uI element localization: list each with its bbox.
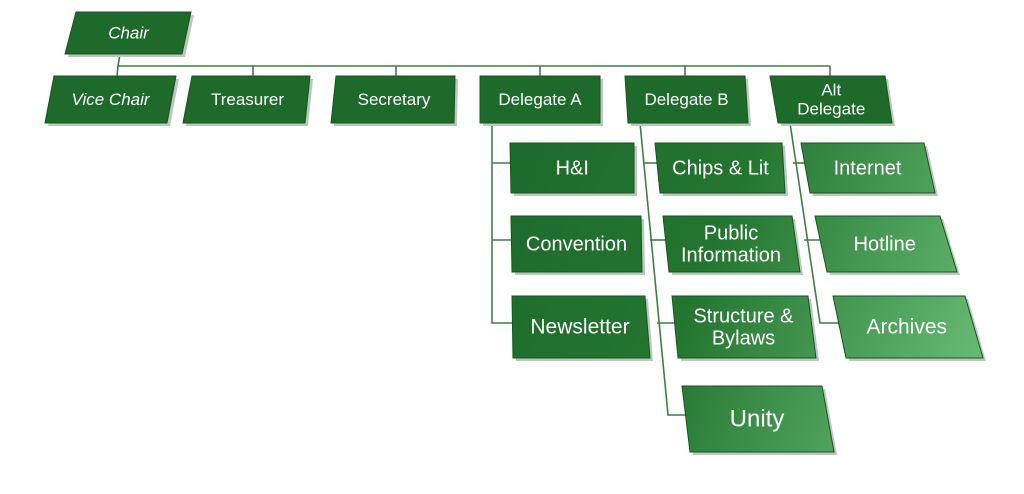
node-box	[510, 215, 643, 273]
node-structure-bylaws[interactable]: Structure &Bylaws	[671, 295, 819, 361]
node-treasurer[interactable]: Treasurer	[182, 75, 313, 126]
node-convention[interactable]: Convention	[510, 215, 645, 275]
node-label: Bylaws	[712, 327, 775, 349]
node-box	[681, 385, 835, 453]
node-label: Alt	[821, 81, 841, 100]
node-box	[662, 215, 801, 273]
node-label: Delegate B	[644, 90, 728, 109]
node-label: Delegate	[797, 99, 865, 118]
node-label: Structure &	[693, 305, 794, 327]
node-label: Delegate A	[498, 90, 582, 109]
node-label: Secretary	[358, 90, 431, 109]
node-box	[330, 75, 456, 124]
alt-delegate-connector	[789, 122, 840, 324]
node-chair[interactable]: Chair	[64, 11, 194, 57]
node-internet[interactable]: Internet	[800, 142, 938, 196]
node-box	[44, 75, 177, 124]
node-vice-chair[interactable]: Vice Chair	[44, 75, 179, 126]
node-label: Public	[704, 222, 758, 244]
node-label: H&I	[556, 157, 589, 179]
node-box	[182, 75, 311, 124]
node-label: Hotline	[854, 233, 916, 255]
node-label: Newsletter	[530, 316, 629, 339]
node-box	[832, 295, 984, 359]
node-delegate-a[interactable]: Delegate A	[479, 75, 603, 126]
node-box	[509, 142, 635, 194]
node-archives[interactable]: Archives	[832, 295, 986, 361]
node-hotline[interactable]: Hotline	[814, 215, 960, 275]
node-label: Convention	[526, 233, 627, 255]
node-label: Archives	[866, 316, 947, 339]
node-box	[479, 75, 601, 124]
node-newsletter[interactable]: Newsletter	[511, 295, 653, 361]
node-label: Chair	[108, 23, 150, 42]
node-label: Chips & Lit	[672, 157, 769, 179]
node-label: Vice Chair	[71, 90, 150, 109]
node-chips-lit[interactable]: Chips & Lit	[654, 142, 788, 196]
node-label: Treasurer	[211, 90, 284, 109]
node-secretary[interactable]: Secretary	[330, 75, 458, 126]
node-unity[interactable]: Unity	[681, 385, 837, 455]
delegate-a-connector	[491, 123, 513, 324]
node-delegate-b[interactable]: Delegate B	[624, 75, 751, 126]
node-box	[769, 75, 893, 124]
node-box	[800, 142, 936, 194]
node-hi[interactable]: H&I	[509, 142, 637, 196]
node-box	[511, 295, 651, 359]
node-box	[624, 75, 749, 124]
node-label: Unity	[730, 405, 785, 432]
node-box	[654, 142, 786, 194]
node-box	[671, 295, 817, 359]
branch-connector	[116, 65, 119, 77]
node-box	[814, 215, 958, 273]
connectors	[116, 53, 840, 416]
node-box	[64, 11, 192, 55]
node-label: Information	[681, 244, 781, 266]
chair-connector	[117, 53, 830, 67]
delegate-b-connector	[639, 122, 686, 416]
node-label: Internet	[834, 157, 902, 179]
